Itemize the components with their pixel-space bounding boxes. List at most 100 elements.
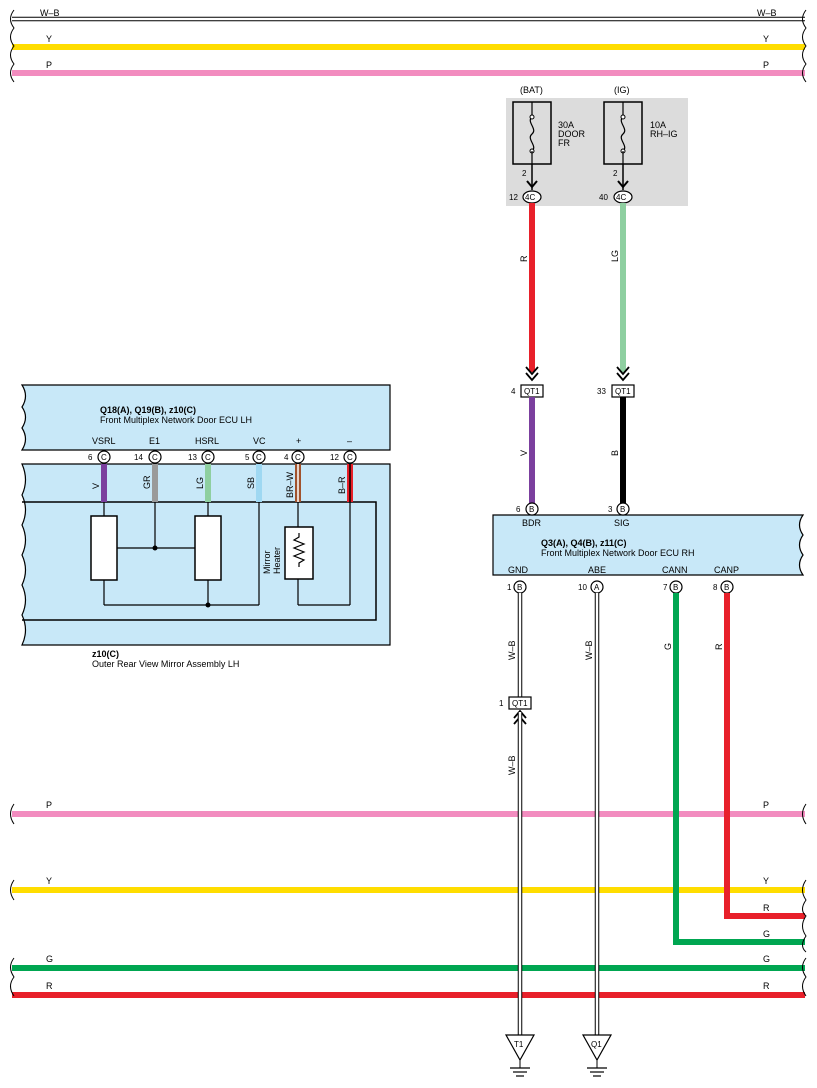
ecu-rh-cann-conn: B bbox=[673, 583, 678, 592]
ecu-lh: Q18(A), Q19(B), z10(C) Front Multiplex N… bbox=[20, 384, 391, 451]
mirror-code: z10(C) bbox=[92, 649, 119, 659]
wire-label-canp: R bbox=[714, 643, 724, 650]
position-sensor-vertical bbox=[90, 515, 118, 581]
bus-label-p-right: P bbox=[763, 60, 769, 70]
ecu-lh-vsrl: VSRL bbox=[92, 436, 116, 446]
fuse-rh-ig: 10A RH–IG 2 4C 40 bbox=[599, 101, 678, 204]
ecu-rh-abe-pin: 10 bbox=[578, 583, 587, 592]
ecu-lh-vc-conn: C bbox=[256, 453, 262, 462]
wire-label-lh-br: B–R bbox=[337, 476, 347, 494]
ecu-rh-gnd-label: GND bbox=[508, 565, 529, 575]
ecu-rh-canp-pin: 8 bbox=[713, 583, 718, 592]
bus-label-p-left: P bbox=[46, 60, 52, 70]
ecu-rh-abe-conn: A bbox=[594, 583, 600, 592]
ecu-lh-plus-conn: C bbox=[295, 453, 301, 462]
fuse-door-fr: 30A DOOR FR 2 4C 12 bbox=[509, 101, 586, 204]
bus-bottom-r-right: R bbox=[763, 981, 770, 991]
ecu-rh-bdr-conn: B bbox=[529, 505, 534, 514]
wire-label-v: V bbox=[519, 450, 529, 456]
wire-label-lh-brw: BR–W bbox=[285, 471, 295, 498]
junction-right-pin: 33 bbox=[597, 387, 606, 396]
wire-label-lh-sb: SB bbox=[246, 477, 256, 489]
ground-q1-name: Q1 bbox=[591, 1040, 602, 1049]
fuse-door-fr-connector: 4C bbox=[525, 193, 535, 202]
ground-q1: Q1 bbox=[581, 1034, 613, 1077]
ecu-lh-vsrl-pin: 6 bbox=[88, 453, 93, 462]
junction-right-name: QT1 bbox=[615, 387, 631, 396]
bus-bottom-cann-right: G bbox=[763, 929, 770, 939]
ecu-lh-hsrl: HSRL bbox=[195, 436, 219, 446]
ecu-rh-code: Q3(A), Q4(B), z11(C) bbox=[541, 538, 627, 548]
ecu-lh-hsrl-pin: 13 bbox=[188, 453, 197, 462]
bus-bottom-r-left: R bbox=[46, 981, 53, 991]
fuse-door-fr-pin: 2 bbox=[522, 169, 527, 178]
ecu-rh-cann-pin: 7 bbox=[663, 583, 668, 592]
fuse-door-fr-connector-pin: 12 bbox=[509, 193, 518, 202]
fuse-rh-ig-connector: 4C bbox=[616, 193, 626, 202]
bus-bottom-p-right: P bbox=[763, 800, 769, 810]
position-sensor-horizontal bbox=[194, 515, 222, 581]
ecu-rh-sig-pin: 3 bbox=[608, 505, 613, 514]
wire-label-gnd-lower: W–B bbox=[507, 755, 517, 775]
wire-label-gnd-wb: W–B bbox=[507, 640, 517, 660]
wire-label-r: R bbox=[519, 255, 529, 262]
junction-left-pin: 4 bbox=[511, 387, 516, 396]
ecu-rh-sig-conn: B bbox=[620, 505, 625, 514]
ecu-lh-name: Front Multiplex Network Door ECU LH bbox=[100, 415, 252, 425]
fuse-rh-ig-rating: 10A bbox=[650, 120, 666, 130]
ecu-rh-canp-label: CANP bbox=[714, 565, 739, 575]
ecu-lh-e1-pin: 14 bbox=[134, 453, 143, 462]
wire-label-cann: G bbox=[663, 643, 673, 650]
mirror-assembly-lh: V GR LG SB BR–W B–R C 6 C 14 C 13 C 5 C … bbox=[21, 450, 391, 669]
bus-label-y-right: Y bbox=[763, 34, 769, 44]
wire-label-lh-lg: LG bbox=[195, 477, 205, 489]
junction-left-name: QT1 bbox=[524, 387, 540, 396]
ground-t1: T1 bbox=[504, 1034, 536, 1077]
fuse-box: (BAT) (IG) 30A DOOR FR 2 4C 12 bbox=[506, 85, 688, 206]
ecu-rh-bdr-label: BDR bbox=[522, 518, 542, 528]
junction-gnd-name: QT1 bbox=[512, 699, 528, 708]
ecu-lh-minus-conn: C bbox=[347, 453, 353, 462]
fuse-rh-ig-pin: 2 bbox=[613, 169, 618, 178]
ecu-lh-plus: + bbox=[296, 436, 301, 446]
wire-label-lg: LG bbox=[610, 250, 620, 262]
fuse-door-fr-name1: DOOR bbox=[558, 129, 586, 139]
ecu-rh-canp-conn: B bbox=[724, 583, 729, 592]
bus-bottom-p-left: P bbox=[46, 800, 52, 810]
ecu-rh-bdr-pin: 6 bbox=[516, 505, 521, 514]
bus-bottom-g-right: G bbox=[763, 954, 770, 964]
fuse-bat-source: (BAT) bbox=[520, 85, 543, 95]
mirror-name: Outer Rear View Mirror Assembly LH bbox=[92, 659, 239, 669]
bus-label-y-left: Y bbox=[46, 34, 52, 44]
junction-gnd-pin: 1 bbox=[499, 699, 504, 708]
heater-label-2: Heater bbox=[272, 547, 282, 574]
ecu-lh-vc-pin: 5 bbox=[245, 453, 250, 462]
wires-junction-to-ecu-rh: V B bbox=[519, 397, 626, 503]
bus-label-wb-right: W–B bbox=[757, 8, 777, 18]
bus-bottom-y-left: Y bbox=[46, 876, 52, 886]
fuse-door-fr-name2: FR bbox=[558, 138, 570, 148]
ecu-rh-gnd-pin: 1 bbox=[507, 583, 512, 592]
ground-t1-name: T1 bbox=[514, 1040, 524, 1049]
bottom-bus: P P Y Y R G G G R R G R bbox=[10, 593, 807, 998]
ecu-rh-name: Front Multiplex Network Door ECU RH bbox=[541, 548, 695, 558]
wire-label-abe: W–B bbox=[584, 640, 594, 660]
bus-label-wb-left: W–B bbox=[40, 8, 60, 18]
bus-bottom-g-left: G bbox=[46, 954, 53, 964]
ecu-lh-e1: E1 bbox=[149, 436, 160, 446]
ecu-lh-plus-pin: 4 bbox=[284, 453, 289, 462]
fuse-rh-ig-connector-pin: 40 bbox=[599, 193, 608, 202]
fuse-rh-ig-name1: RH–IG bbox=[650, 129, 678, 139]
wire-label-b: B bbox=[610, 450, 620, 456]
bus-bottom-canp-right: R bbox=[763, 903, 770, 913]
wires-fuse-to-junction: R LG bbox=[519, 203, 630, 382]
ecu-rh-abe-label: ABE bbox=[588, 565, 606, 575]
ecu-rh: B 6 BDR B 3 SIG Q3(A), Q4(B), z11(C) Fro… bbox=[492, 502, 805, 594]
ecu-lh-vsrl-conn: C bbox=[101, 453, 107, 462]
ecu-lh-minus: – bbox=[347, 436, 352, 446]
fuse-ig-source: (IG) bbox=[614, 85, 630, 95]
bus-bottom-y-right: Y bbox=[763, 876, 769, 886]
ecu-lh-hsrl-conn: C bbox=[205, 453, 211, 462]
ecu-rh-gnd-conn: B bbox=[517, 583, 522, 592]
